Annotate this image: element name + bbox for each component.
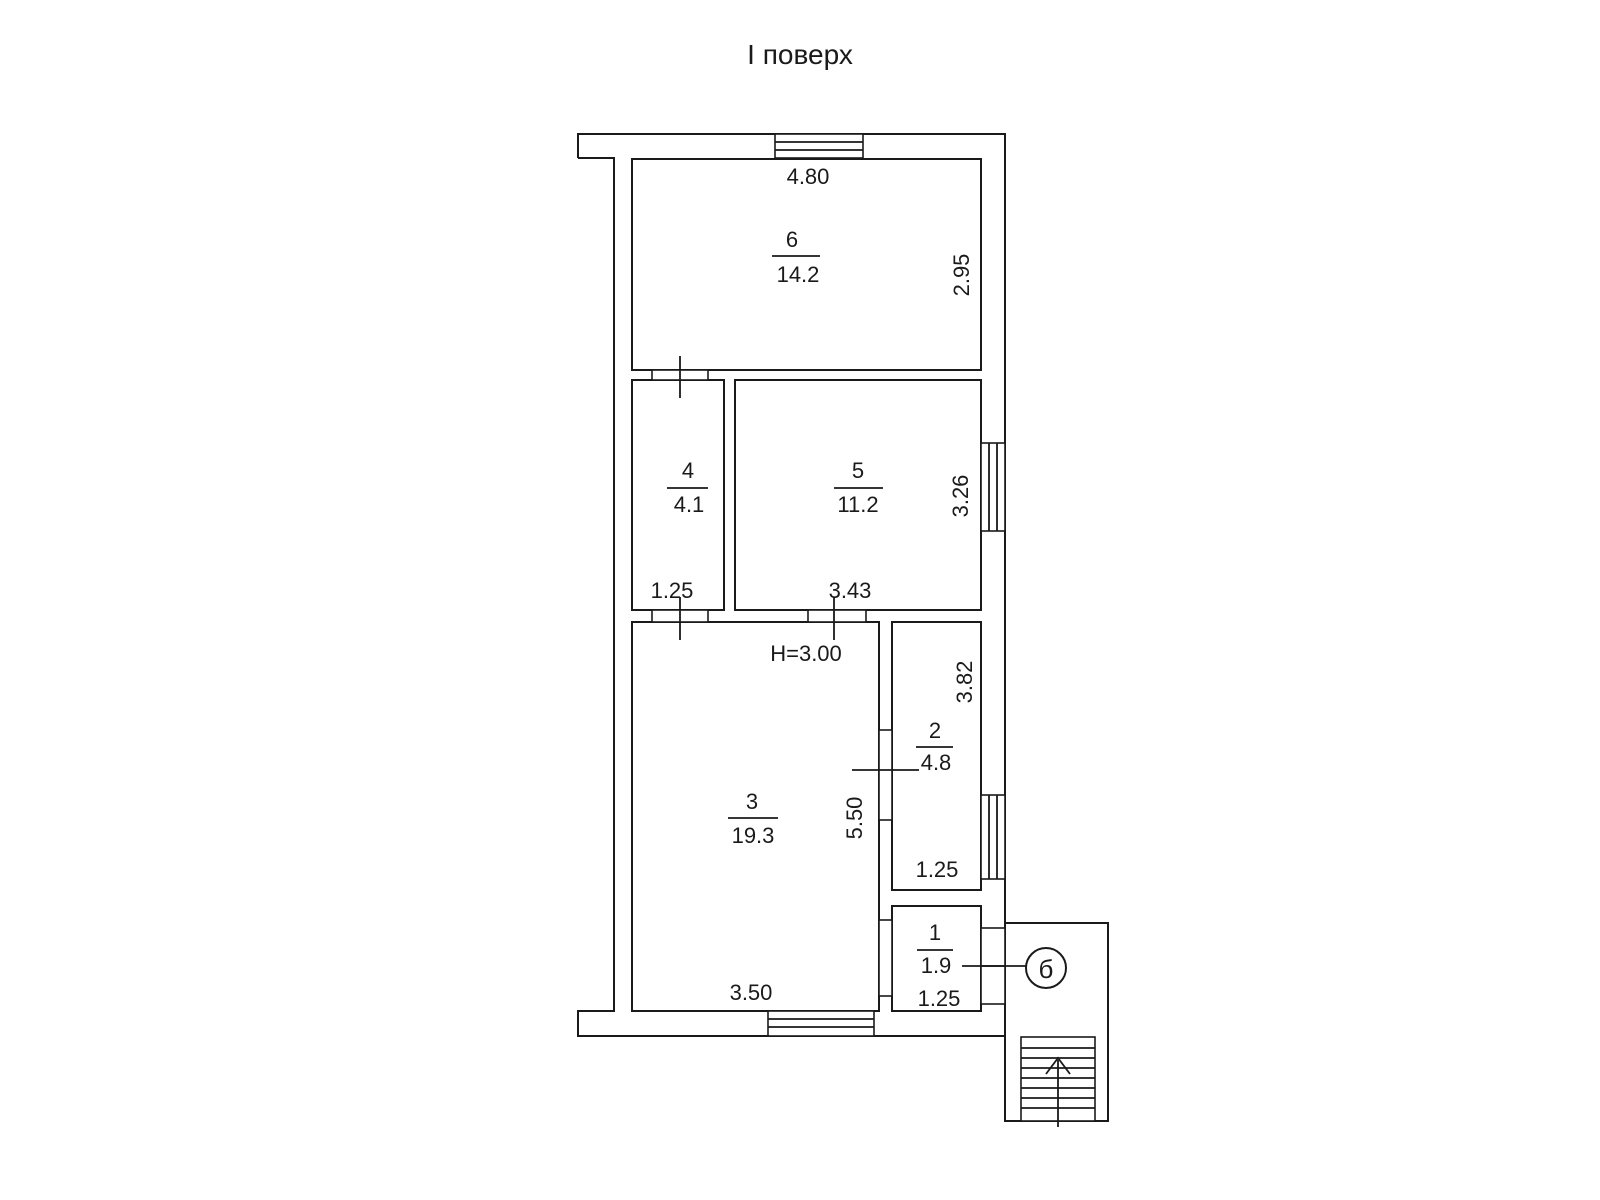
windows xyxy=(767,133,1006,1037)
porch-marker-label: б xyxy=(1039,954,1054,984)
window-right-room-2 xyxy=(980,794,1006,880)
room-1-area: 1.9 xyxy=(921,953,952,978)
porch: б xyxy=(962,922,1109,1127)
room-5: 5 11.2 3.26 3.43 xyxy=(734,379,982,611)
room-3-number: 3 xyxy=(746,789,758,814)
floor-title: І поверх xyxy=(747,39,853,70)
room-2-area: 4.8 xyxy=(921,750,952,775)
room-5-number: 5 xyxy=(852,458,864,483)
room-2-width: 1.25 xyxy=(916,857,959,882)
room-4: 4 4.1 1.25 xyxy=(631,379,725,611)
window-right-room-5 xyxy=(980,442,1006,532)
room-6-number: 6 xyxy=(786,227,798,252)
room-3-area: 19.3 xyxy=(732,823,775,848)
room-5-depth: 3.26 xyxy=(948,475,973,518)
door-room6-room4 xyxy=(651,356,709,398)
room-2: 2 4.8 3.82 1.25 xyxy=(891,621,982,891)
room-6-width: 4.80 xyxy=(787,164,830,189)
door-room3-room1 xyxy=(878,919,893,997)
room-4-area: 4.1 xyxy=(674,492,705,517)
room-6: 6 14.2 4.80 2.95 xyxy=(631,158,982,371)
stairs-up-arrow-icon xyxy=(1045,1056,1071,1075)
window-bottom xyxy=(767,1010,875,1037)
door-room5-room3 xyxy=(807,597,867,640)
door-room4-room3 xyxy=(651,597,709,640)
room-4-number: 4 xyxy=(682,458,694,483)
room-2-number: 2 xyxy=(929,718,941,743)
room-3-width: 3.50 xyxy=(730,980,773,1005)
room-6-area: 14.2 xyxy=(777,262,820,287)
room-1-width: 1.25 xyxy=(918,986,961,1011)
stairs xyxy=(1020,1036,1096,1127)
room-6-depth: 2.95 xyxy=(949,254,974,297)
room-1-number: 1 xyxy=(929,920,941,945)
porch-marker-circle xyxy=(1025,947,1067,989)
room-4-width: 1.25 xyxy=(651,578,694,603)
door-room3-room2 xyxy=(852,729,919,821)
room-1: 1 1.9 1.25 xyxy=(891,905,982,1012)
ceiling-height: H=3.00 xyxy=(770,641,842,666)
room-5-area: 11.2 xyxy=(837,492,878,517)
room-3: 3 19.3 H=3.00 5.50 3.50 xyxy=(631,621,880,1012)
room-2-depth: 3.82 xyxy=(952,661,977,704)
room-3-depth: 5.50 xyxy=(842,797,867,840)
room-5-width: 3.43 xyxy=(829,578,872,603)
window-top xyxy=(774,133,864,159)
outer-wall xyxy=(577,133,1006,1037)
